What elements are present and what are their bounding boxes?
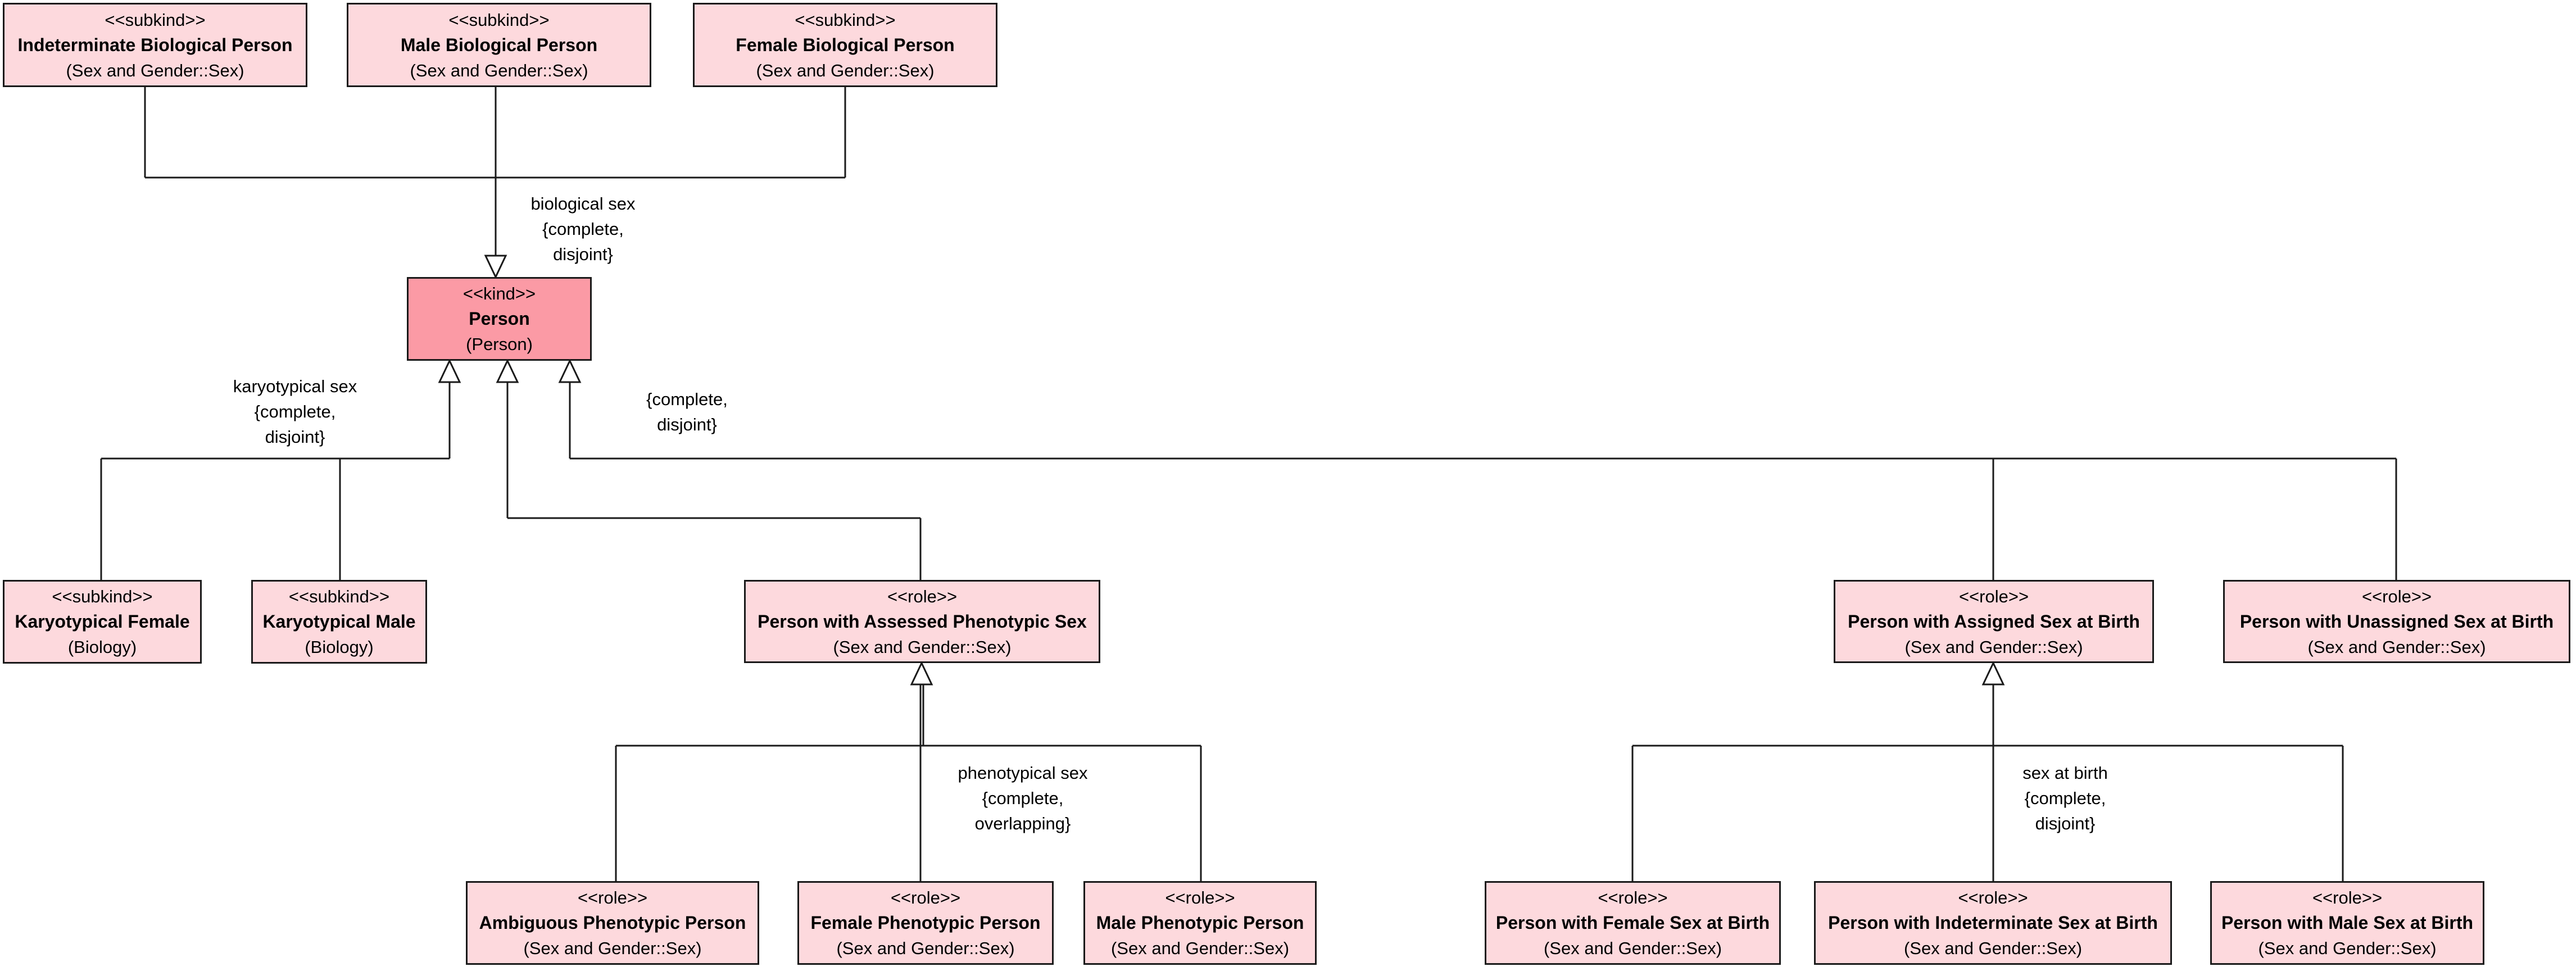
stereotype: <<role>> [2312, 888, 2383, 908]
package: (Sex and Gender::Sex) [1903, 938, 2083, 958]
stereotype: <<subkind>> [52, 587, 153, 606]
generalization-set-phenotypical-sex: phenotypical sex {complete, overlapping} [941, 760, 1104, 836]
stereotype: <<role>> [1958, 888, 2028, 908]
class-name: Person with Assigned Sex at Birth [1848, 611, 2140, 632]
gs-constraint: disjoint} [265, 427, 325, 447]
class-name: Person with Indeterminate Sex at Birth [1828, 913, 2158, 933]
class-karyotypical-female[interactable]: <<subkind>> Karyotypical Female (Biology… [3, 580, 202, 664]
gs-name: biological sex [530, 194, 636, 214]
class-name: Male Phenotypic Person [1096, 913, 1304, 933]
stereotype: <<role>> [1958, 586, 2029, 606]
class-name: Female Biological Person [736, 34, 955, 55]
class-female-phenotypic-person[interactable]: <<role>> Female Phenotypic Person (Sex a… [797, 881, 1054, 965]
class-karyotypical-male[interactable]: <<subkind>> Karyotypical Male (Biology) [251, 580, 427, 664]
class-name: Person with Unassigned Sex at Birth [2239, 611, 2554, 632]
class-person-with-female-sex-at-birth[interactable]: <<role>> Person with Female Sex at Birth… [1485, 881, 1781, 965]
gs-constraint: disjoint} [553, 244, 613, 264]
class-male-biological-person[interactable]: <<subkind>> Male Biological Person (Sex … [347, 3, 651, 87]
class-ambiguous-phenotypic-person[interactable]: <<role>> Ambiguous Phenotypic Person (Se… [466, 881, 759, 965]
gs-constraint: {complete, [2024, 788, 2106, 808]
gs-constraint: disjoint} [2035, 814, 2096, 833]
package: (Sex and Gender::Sex) [1110, 938, 1290, 958]
generalization-set-biological-sex: biological sex {complete, disjoint} [506, 191, 660, 267]
package: (Sex and Gender::Sex) [2307, 637, 2486, 657]
stereotype: <<role>> [2361, 586, 2432, 606]
class-indeterminate-biological-person[interactable]: <<subkind>> Indeterminate Biological Per… [3, 3, 307, 87]
stereotype: <<subkind>> [288, 587, 390, 606]
class-name: Indeterminate Biological Person [17, 34, 293, 55]
package: (Sex and Gender::Sex) [1904, 637, 2083, 657]
package: (Biology) [305, 637, 374, 657]
gs-constraint: disjoint} [657, 415, 717, 434]
package: (Sex and Gender::Sex) [66, 60, 244, 80]
gs-constraint: {complete, [254, 402, 336, 421]
class-name: Karyotypical Male [262, 611, 416, 632]
class-name: Person with Female Sex at Birth [1495, 913, 1770, 933]
class-person-with-indeterminate-sex-at-birth[interactable]: <<role>> Person with Indeterminate Sex a… [1814, 881, 2172, 965]
stereotype: <<role>> [1165, 888, 1235, 908]
gs-constraint: overlapping} [974, 814, 1071, 833]
class-name: Karyotypical Female [15, 611, 190, 632]
gs-name: phenotypical sex [958, 763, 1088, 783]
class-person-with-male-sex-at-birth[interactable]: <<role>> Person with Male Sex at Birth (… [2210, 881, 2484, 965]
stereotype: <<subkind>> [105, 10, 206, 30]
class-female-biological-person[interactable]: <<subkind>> Female Biological Person (Se… [693, 3, 997, 87]
generalization-set-sex-at-birth: sex at birth {complete, disjoint} [2001, 760, 2130, 836]
class-name: Person with Assessed Phenotypic Sex [758, 611, 1087, 632]
gs-name: karyotypical sex [233, 376, 357, 396]
package: (Sex and Gender::Sex) [833, 637, 1012, 657]
stereotype: <<subkind>> [795, 10, 896, 30]
class-name: Person [469, 308, 530, 329]
class-person-with-assigned-sex-at-birth[interactable]: <<role>> Person with Assigned Sex at Bir… [1834, 580, 2154, 663]
stereotype: <<kind>> [462, 284, 536, 303]
package: (Person) [466, 334, 533, 354]
class-name: Male Biological Person [400, 34, 598, 55]
stereotype: <<role>> [887, 586, 958, 606]
stereotype: <<role>> [1598, 888, 1668, 908]
class-name: Female Phenotypic Person [810, 913, 1041, 933]
package: (Sex and Gender::Sex) [410, 60, 588, 80]
class-person-with-unassigned-sex-at-birth[interactable]: <<role>> Person with Unassigned Sex at B… [2223, 580, 2570, 663]
class-name: Person with Male Sex at Birth [2221, 913, 2474, 933]
class-person-with-assessed-phenotypic-sex[interactable]: <<role>> Person with Assessed Phenotypic… [744, 580, 1100, 663]
class-male-phenotypic-person[interactable]: <<role>> Male Phenotypic Person (Sex and… [1083, 881, 1317, 965]
class-person[interactable]: <<kind>> Person (Person) [407, 277, 592, 361]
gs-constraint: {complete, [982, 788, 1064, 808]
gs-constraint: {complete, [646, 389, 728, 409]
package: (Biology) [67, 637, 137, 657]
class-name: Ambiguous Phenotypic Person [479, 913, 746, 933]
package: (Sex and Gender::Sex) [756, 60, 935, 80]
stereotype: <<subkind>> [448, 10, 550, 30]
package: (Sex and Gender::Sex) [836, 938, 1015, 958]
stereotype: <<role>> [577, 888, 648, 908]
generalization-set-karyotypical-sex: karyotypical sex {complete, disjoint} [219, 374, 371, 450]
package: (Sex and Gender::Sex) [2258, 938, 2437, 958]
gs-name: sex at birth [2022, 763, 2108, 783]
stereotype: <<role>> [890, 888, 961, 908]
generalization-set-birth: {complete, disjoint} [624, 387, 750, 437]
package: (Sex and Gender::Sex) [523, 938, 702, 958]
package: (Sex and Gender::Sex) [1543, 938, 1722, 958]
gs-constraint: {complete, [542, 219, 624, 239]
